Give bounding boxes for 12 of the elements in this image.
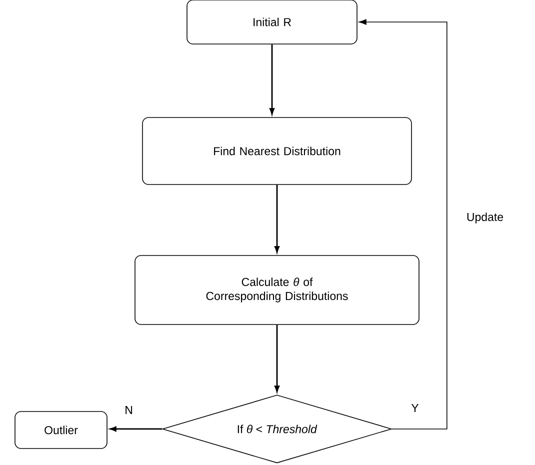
process-box: Initial R — [186, 0, 358, 44]
process-box: Outlier — [14, 411, 108, 449]
edge-label: N — [126, 406, 132, 414]
arrow — [110, 426, 162, 432]
arrow — [358, 19, 448, 430]
branch-label: Y — [411, 404, 419, 412]
process-box: Find Nearest Distribution — [142, 117, 412, 185]
arrow — [274, 184, 280, 253]
arrow — [269, 44, 275, 115]
process-box: Calculate θ of Corresponding Distributions — [134, 255, 420, 325]
arrow — [274, 324, 280, 392]
edge-label: Update — [467, 212, 504, 224]
